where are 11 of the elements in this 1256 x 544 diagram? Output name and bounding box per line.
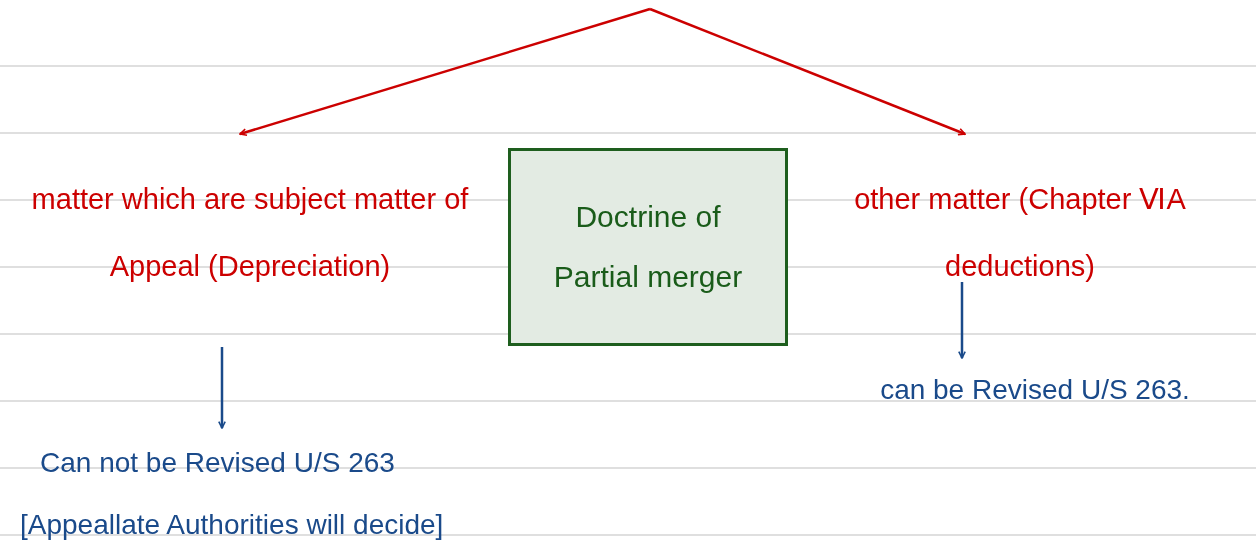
arrow	[218, 347, 226, 429]
handwritten-note: matter which are subject matter of Appeal (Depreciation)	[30, 182, 470, 284]
handwritten-note: other matter (Chapter ⅥA deductions)	[853, 182, 1187, 284]
handwritten-note: can be Revised U/S 263.	[879, 373, 1191, 407]
concept-box	[508, 148, 788, 346]
handwritten-note: Can not be Revised U/S 263	[39, 446, 396, 480]
arrow	[239, 7, 651, 136]
box-title: Doctrine of Partial merger	[552, 199, 744, 295]
arrow	[649, 7, 966, 136]
handwritten-note: [Appeallate Authorities will decide]	[20, 508, 445, 542]
arrow	[958, 282, 966, 359]
